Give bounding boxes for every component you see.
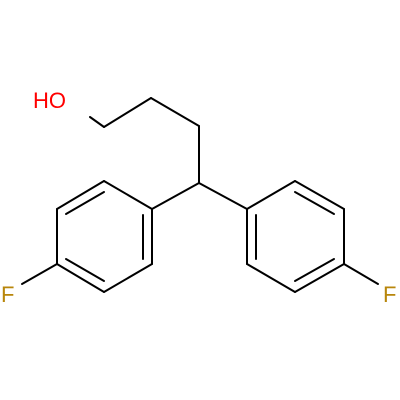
right-fluorophenyl-ring bbox=[246, 180, 379, 293]
ring-double-bond bbox=[294, 258, 335, 282]
ring-bond bbox=[246, 180, 296, 210]
fluorine-right-label: F bbox=[383, 282, 396, 307]
bond-c-f-left bbox=[21, 263, 58, 285]
bond-c4-ring-left bbox=[151, 182, 200, 210]
ring-bond bbox=[294, 263, 345, 293]
ring-double-bond bbox=[294, 191, 335, 215]
ring-double-bond bbox=[65, 191, 105, 215]
bond-c2-c3 bbox=[150, 97, 200, 127]
ring-bond bbox=[103, 180, 153, 210]
left-fluorophenyl-ring bbox=[21, 180, 153, 293]
ring-double-bond bbox=[65, 258, 105, 282]
ring-bond bbox=[56, 180, 105, 210]
bond-c-f-right bbox=[343, 263, 379, 285]
bond-o-c1 bbox=[89, 116, 105, 128]
ring-bond bbox=[246, 263, 296, 293]
fluorine-left-label: F bbox=[1, 282, 14, 307]
ring-bond bbox=[294, 180, 345, 210]
hydroxyl-label: HO bbox=[33, 88, 66, 113]
ring-bond bbox=[103, 263, 153, 293]
bond-c4-ring-right bbox=[198, 182, 248, 210]
ring-bond bbox=[56, 263, 105, 293]
carbon-chain bbox=[89, 97, 248, 210]
bond-c1-c2 bbox=[103, 97, 152, 128]
